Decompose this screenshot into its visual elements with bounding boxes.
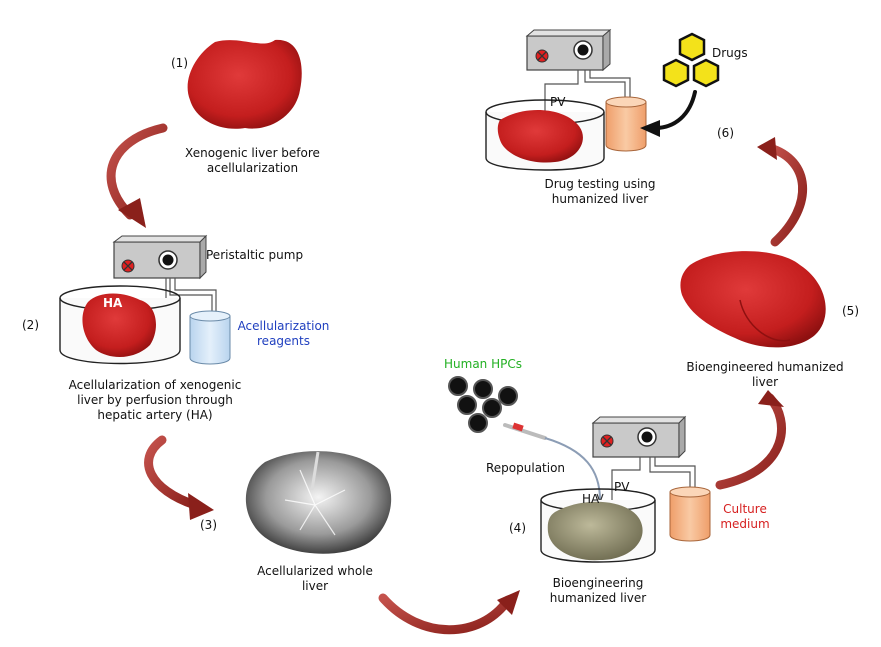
step-5-number: (5) <box>842 304 859 318</box>
step-3-caption: Acellularized whole liver <box>240 564 390 594</box>
arrow-3-to-4 <box>378 590 520 635</box>
step-1-caption-line: Xenogenic liver before <box>185 146 320 160</box>
reagent-reservoir <box>189 310 231 365</box>
step-2-caption-line: Acellularization of xenogenic <box>68 378 242 392</box>
drugs-pills <box>662 32 720 88</box>
human-hpcs-cells <box>448 376 518 433</box>
drug-reservoir <box>605 96 647 152</box>
step-5-caption-line: Bioengineered humanized <box>686 360 844 374</box>
culture-medium-label: Culture medium <box>716 502 774 532</box>
reagents-line: Acellularization <box>237 319 330 333</box>
step-6-caption-line: Drug testing using <box>544 177 656 191</box>
dish-step6 <box>485 99 605 171</box>
step-2-caption-line: liver by perfusion through <box>77 393 233 407</box>
peristaltic-pump-label: Peristaltic pump <box>206 248 304 262</box>
step-4-caption-line: Bioengineering <box>552 576 644 590</box>
repopulation-label: Repopulation <box>486 461 566 475</box>
ha-label-step4: HA <box>582 492 600 506</box>
arrow-2-to-3 <box>144 435 214 520</box>
step-3-caption-line: Acellularized whole <box>257 564 373 578</box>
step-4-number: (4) <box>509 521 526 535</box>
step-6-caption-line: humanized liver <box>551 192 649 206</box>
step-1-number: (1) <box>171 56 188 70</box>
culture-medium-line: medium <box>720 517 770 531</box>
step-1-caption: Xenogenic liver before acellularization <box>170 146 335 176</box>
drug-delivery-arrow <box>640 90 697 137</box>
step-3-caption-line: liver <box>301 579 329 593</box>
ha-label-step2: HA <box>103 296 123 310</box>
arrow-4-to-5 <box>715 390 786 490</box>
liver-step5-image <box>680 251 826 348</box>
culture-medium-line: Culture <box>723 502 767 516</box>
dish-step4 <box>540 488 656 563</box>
step-4-caption-line: humanized liver <box>549 591 647 605</box>
step-5-caption-line: liver <box>751 375 779 389</box>
culture-medium-reservoir <box>669 486 711 542</box>
acellularization-reagents-label: Acellularization reagents <box>236 319 331 349</box>
syringe-catheter <box>503 422 604 504</box>
step-3-number: (3) <box>200 518 217 532</box>
step-2-caption-line: hepatic artery (HA) <box>97 408 213 422</box>
step-1-caption-line: acellularization <box>206 161 299 175</box>
dish-step2 <box>59 285 181 365</box>
pump-step6 <box>525 28 612 72</box>
reagents-line: reagents <box>257 334 310 348</box>
step-2-caption: Acellularization of xenogenic liver by p… <box>55 378 255 423</box>
step-6-caption: Drug testing using humanized liver <box>525 177 675 207</box>
arrow-1-to-2 <box>106 123 168 228</box>
step-5-caption: Bioengineered humanized liver <box>680 360 850 390</box>
pump-step4 <box>591 415 687 459</box>
step-6-number: (6) <box>717 126 734 140</box>
human-hpcs-label: Human HPCs <box>444 357 522 371</box>
acellularized-liver-image <box>245 451 392 554</box>
step-2-number: (2) <box>22 318 39 332</box>
step-4-caption: Bioengineering humanized liver <box>528 576 668 606</box>
pump-step2 <box>112 234 208 280</box>
arrow-5-to-6 <box>757 137 807 247</box>
pv-label-step6: PV <box>550 95 566 109</box>
pv-label-step4: PV <box>614 480 630 494</box>
liver-step1-image <box>187 39 302 129</box>
drugs-label: Drugs <box>712 46 748 60</box>
tubes-step4 <box>611 457 696 505</box>
